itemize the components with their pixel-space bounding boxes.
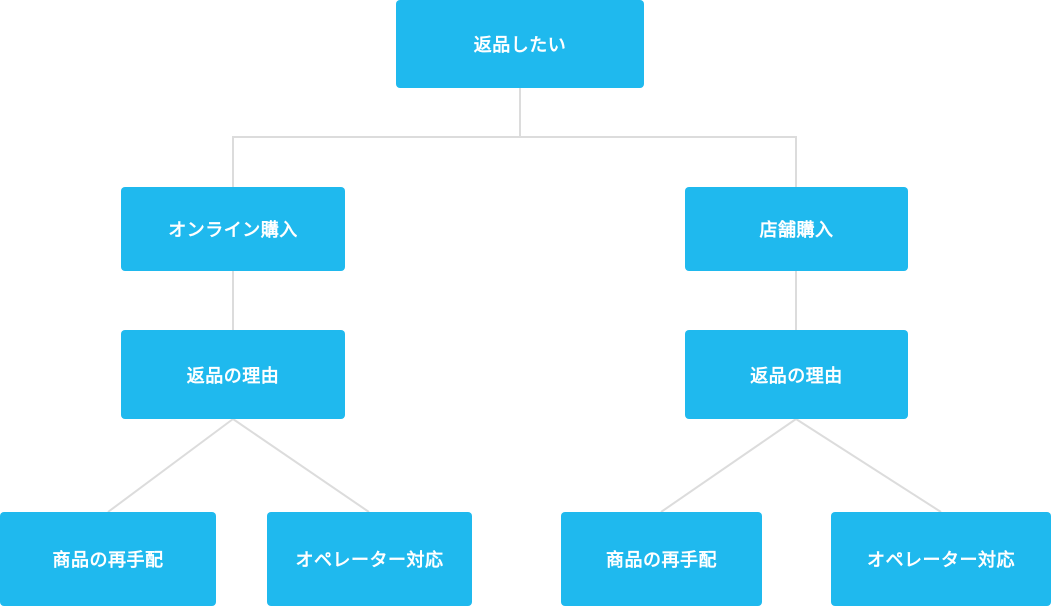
node-online-purchase[interactable]: オンライン購入 xyxy=(121,187,345,271)
node-return-reason-store[interactable]: 返品の理由 xyxy=(685,330,908,419)
connector-root-store xyxy=(520,136,797,187)
node-return-request[interactable]: 返品したい xyxy=(396,0,644,88)
connector-reason-left-reship xyxy=(107,418,234,513)
node-reship-store[interactable]: 商品の再手配 xyxy=(561,512,762,606)
connector-reason-right-reship xyxy=(660,418,797,513)
node-store-purchase[interactable]: 店舗購入 xyxy=(685,187,908,271)
node-return-reason-online[interactable]: 返品の理由 xyxy=(121,330,345,419)
node-operator-online[interactable]: オペレーター対応 xyxy=(267,512,472,606)
connector-reason-right-operator xyxy=(795,418,942,513)
node-operator-store[interactable]: オペレーター対応 xyxy=(831,512,1051,606)
connector-reason-left-operator xyxy=(232,418,370,513)
node-reship-online[interactable]: 商品の再手配 xyxy=(0,512,216,606)
connector-root-online xyxy=(232,88,521,187)
